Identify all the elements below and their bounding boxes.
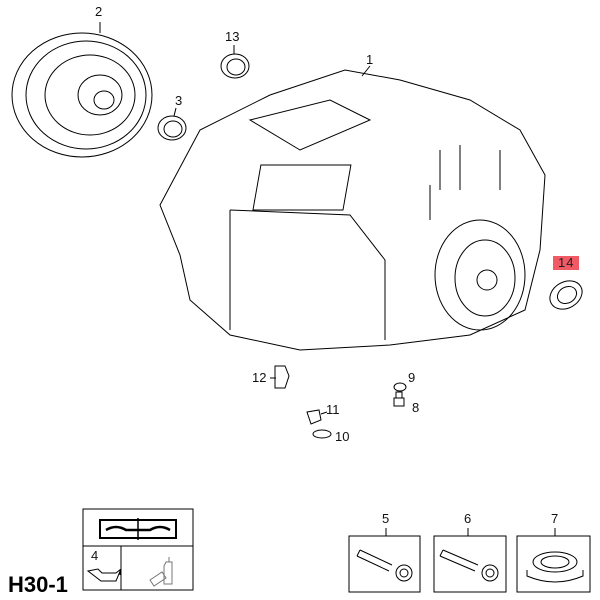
seal-14-part[interactable] <box>545 275 587 315</box>
callout-11: 11 <box>326 402 340 417</box>
callout-5: 5 <box>382 511 390 526</box>
callout-14-highlighted[interactable]: 14 <box>553 256 580 270</box>
callout-10: 10 <box>335 429 350 444</box>
seal-7-part[interactable] <box>516 528 591 593</box>
callout-4: 4 <box>91 548 99 563</box>
transmission-housing-part[interactable] <box>159 65 546 351</box>
washer-9-part[interactable] <box>393 382 407 392</box>
callout-9: 9 <box>408 370 416 385</box>
diagram-code: H30-1 <box>8 572 68 597</box>
plug-8-part[interactable] <box>393 391 405 407</box>
sealant-bottle-icon <box>149 557 173 587</box>
plug-12-part[interactable] <box>270 365 290 389</box>
callout-3: 3 <box>175 93 183 108</box>
bolt-5-part[interactable] <box>348 528 421 593</box>
plug-11-part[interactable] <box>306 409 328 425</box>
callout-1: 1 <box>366 52 374 67</box>
oil-can-icon <box>86 568 122 582</box>
manual-wrench-icon <box>99 518 177 540</box>
service-info-table <box>82 508 194 591</box>
callout-8: 8 <box>412 400 420 415</box>
callout-2: 2 <box>95 4 103 19</box>
callout-6: 6 <box>464 511 472 526</box>
bolt-6-part[interactable] <box>433 528 507 593</box>
callout-12: 12 <box>252 370 267 385</box>
seal-3-part[interactable] <box>157 107 187 141</box>
seal-13-part[interactable] <box>220 45 250 79</box>
callout-13: 13 <box>225 29 240 44</box>
torque-converter-part[interactable] <box>11 22 153 158</box>
callout-7: 7 <box>551 511 559 526</box>
washer-10-part[interactable] <box>312 429 332 439</box>
